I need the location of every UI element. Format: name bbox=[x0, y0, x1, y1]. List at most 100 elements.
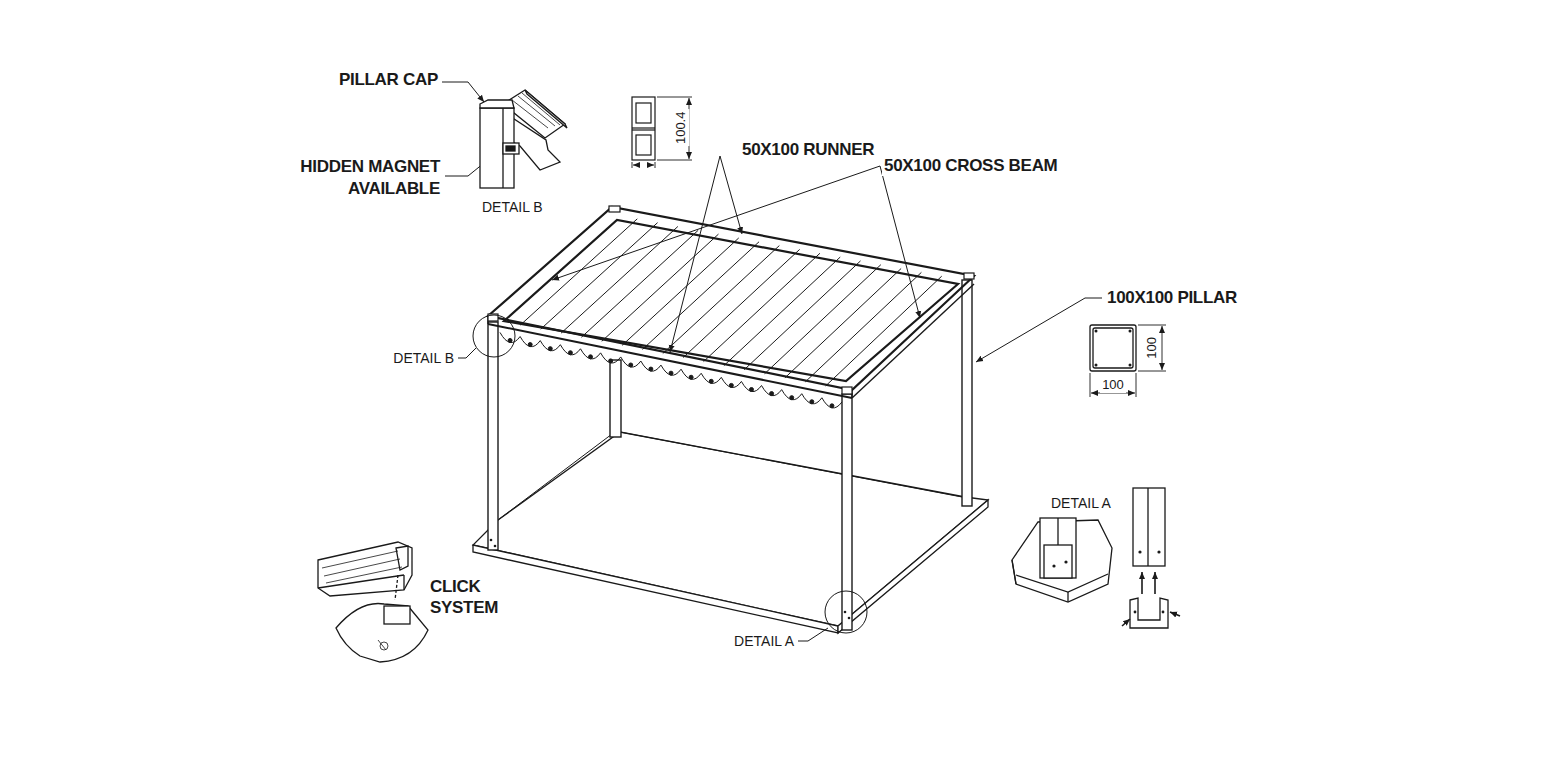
fabric-slat bbox=[724, 257, 840, 366]
slat-end bbox=[528, 343, 532, 347]
detail-b-figure bbox=[480, 100, 514, 108]
dimension-label: 100.4 bbox=[673, 110, 689, 147]
pillar-holes bbox=[848, 617, 851, 620]
detail-circles bbox=[473, 315, 867, 633]
pillar-dimensions bbox=[1090, 373, 1091, 397]
roof-frame bbox=[852, 284, 974, 398]
runner-dimensions bbox=[689, 153, 690, 159]
detail-b-figure bbox=[525, 90, 567, 128]
pillar-dimensions bbox=[1162, 363, 1163, 370]
leader-lines bbox=[670, 156, 720, 352]
detail-a-figure bbox=[1130, 598, 1168, 628]
pillar-section-screws bbox=[1129, 330, 1132, 333]
click-system-figure bbox=[318, 542, 428, 662]
pillar-holes bbox=[844, 611, 847, 614]
slat-end bbox=[508, 338, 512, 342]
pillar-caps bbox=[488, 206, 974, 394]
detail-label: DETAIL A bbox=[1049, 495, 1113, 512]
slat-end bbox=[629, 363, 633, 367]
runner-section bbox=[632, 97, 655, 160]
runner-dimensions bbox=[647, 165, 654, 166]
pillar-section-screws bbox=[1129, 364, 1132, 367]
leader-lines bbox=[442, 82, 1102, 641]
click-system-lines bbox=[322, 551, 402, 650]
pillar-holes bbox=[490, 539, 851, 620]
pillar-holes bbox=[490, 539, 493, 542]
slat-end bbox=[589, 355, 593, 359]
runner-dimensions bbox=[633, 165, 640, 166]
runner-dimensions bbox=[657, 97, 692, 98]
runner-dimensions bbox=[655, 162, 656, 168]
detail-a-holes bbox=[1052, 564, 1055, 567]
slat-end bbox=[790, 396, 794, 400]
detail-a-figure bbox=[1044, 545, 1072, 578]
click-system-lines bbox=[326, 567, 402, 583]
roof-frame bbox=[488, 324, 852, 398]
runner-section bbox=[632, 129, 655, 130]
floor-lines bbox=[498, 432, 962, 520]
runner-section bbox=[632, 127, 655, 128]
fabric-slat bbox=[581, 230, 698, 337]
click-system-figure bbox=[396, 546, 408, 570]
fabric-slat bbox=[541, 223, 658, 329]
pillar-caps bbox=[964, 273, 974, 279]
detail-a-holes bbox=[1052, 550, 1164, 613]
detail-a-figure bbox=[1133, 488, 1165, 566]
click-system-lines bbox=[324, 559, 400, 576]
pillar-caps bbox=[842, 387, 852, 394]
detail-b-figure bbox=[503, 143, 519, 154]
floor-slab bbox=[473, 545, 838, 633]
pillar-dimensions bbox=[1090, 325, 1166, 397]
detail-a-arrows bbox=[1141, 572, 1143, 594]
slat-end bbox=[689, 375, 693, 379]
fabric-slat bbox=[663, 246, 780, 354]
detail-b-ribs bbox=[522, 93, 560, 125]
runner-dimensions bbox=[657, 160, 692, 161]
pillar-holes bbox=[494, 545, 497, 548]
pillars bbox=[488, 280, 972, 630]
detail-a-holes bbox=[1134, 611, 1137, 614]
detail-a-figure bbox=[1067, 592, 1068, 602]
leader-lines bbox=[798, 628, 828, 641]
pillar-section-screws bbox=[1095, 330, 1132, 367]
leader-lines bbox=[552, 166, 880, 280]
detail-a-figure bbox=[1012, 560, 1016, 584]
slat-end bbox=[669, 371, 673, 375]
detail-circles bbox=[825, 591, 867, 633]
pillar-section-screws bbox=[1095, 330, 1098, 333]
part-label: 50X100 CROSS BEAM bbox=[882, 156, 1059, 176]
pillars bbox=[962, 280, 972, 506]
part-label: 50X100 RUNNER bbox=[740, 140, 876, 160]
detail-b-ribs bbox=[512, 93, 560, 128]
part-label: HIDDEN MAGNET AVAILABLE bbox=[288, 156, 442, 200]
pillar-dimensions bbox=[1162, 333, 1163, 363]
detail-a-figure bbox=[1147, 488, 1148, 566]
part-label: 100X100 PILLAR bbox=[1105, 288, 1239, 308]
slat-end bbox=[810, 400, 814, 404]
pillar-dimensions bbox=[1128, 393, 1135, 394]
slat-end bbox=[649, 367, 653, 371]
fabric-slat bbox=[602, 234, 719, 341]
detail-a-arrows bbox=[1122, 572, 1180, 626]
detail-b-figure bbox=[480, 90, 567, 188]
pillar-dimensions bbox=[1138, 325, 1166, 326]
click-system-figure bbox=[403, 575, 404, 590]
click-system-figure bbox=[318, 542, 412, 596]
detail-a-arrows bbox=[1170, 612, 1180, 616]
pillar-dimensions bbox=[1091, 393, 1098, 394]
roof-frame bbox=[488, 207, 974, 398]
click-system-figure bbox=[336, 604, 428, 663]
click-system-figure bbox=[395, 575, 398, 600]
fabric-slat bbox=[622, 238, 739, 345]
part-label: PILLAR CAP bbox=[337, 70, 440, 90]
runner-dimensions bbox=[689, 98, 690, 104]
floor-slab bbox=[838, 500, 988, 633]
fabric-slat bbox=[642, 242, 759, 350]
detail-label: DETAIL A bbox=[732, 633, 796, 650]
roof-frame bbox=[504, 220, 958, 381]
runner-dimensions bbox=[632, 97, 692, 168]
leader-lines bbox=[442, 82, 484, 102]
detail-circles bbox=[473, 315, 515, 357]
part-label: CLICK SYSTEM bbox=[428, 576, 512, 618]
